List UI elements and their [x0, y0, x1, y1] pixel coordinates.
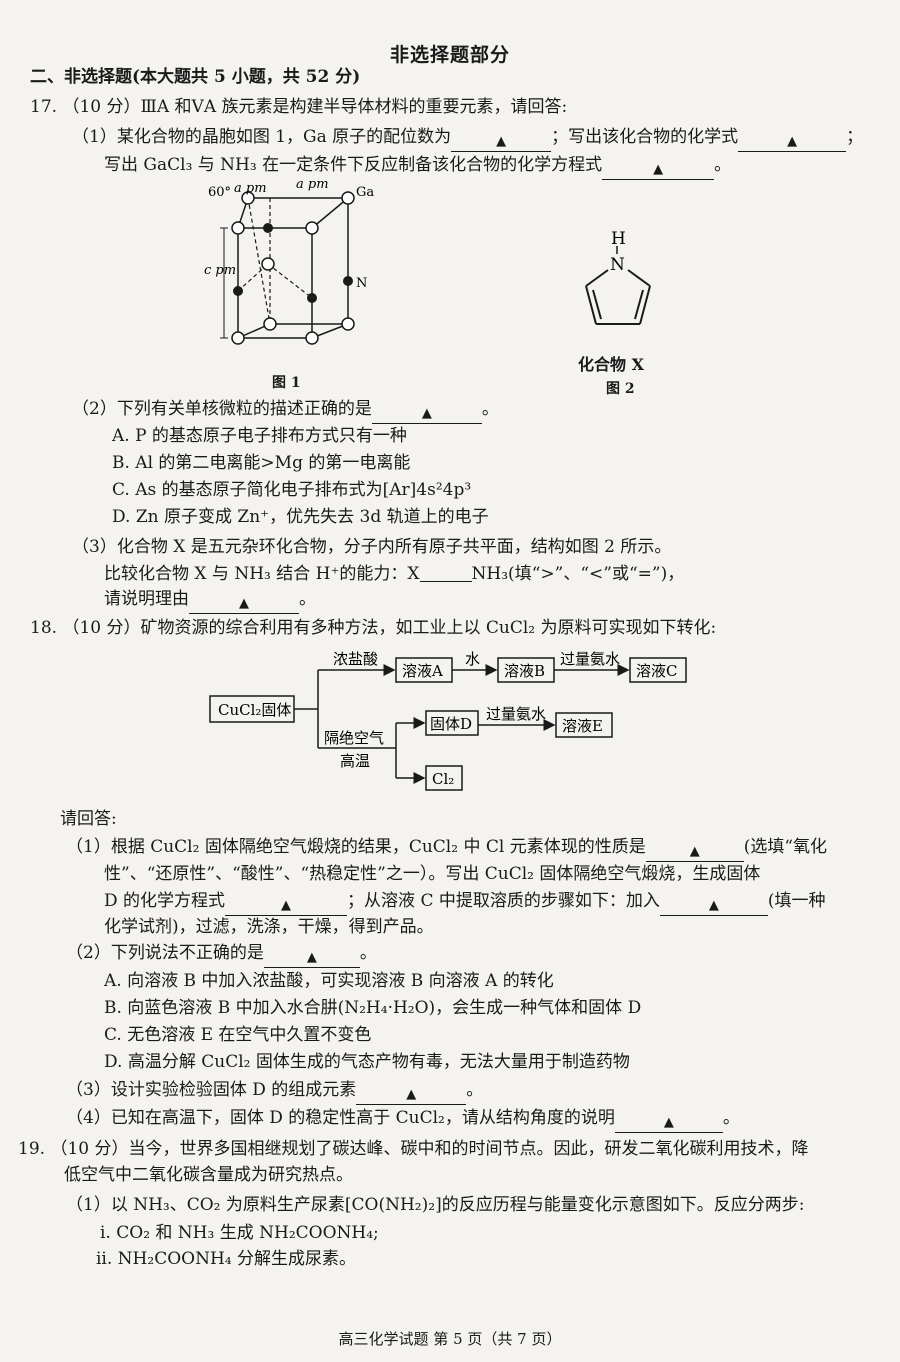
- flow-reagent-ammonia: 过量氨水: [486, 705, 546, 723]
- fig1-angle-label: 60°: [208, 185, 231, 200]
- fig1-n-label: N: [356, 276, 367, 291]
- answer-blank[interactable]: ▲: [738, 133, 847, 152]
- q17-part3-line3: 请说明理由▲。: [104, 588, 316, 614]
- q17-p1-text-c: ；: [846, 127, 864, 147]
- answer-blank[interactable]: ▲: [225, 897, 348, 916]
- q17-p2-end: 。: [481, 399, 499, 419]
- q18-part1-line2: 性”、“还原性”、“酸性”、“热稳定性”之一）。写出 CuCl₂ 固体隔绝空气煅…: [104, 864, 761, 884]
- fig2-caption: 图 2: [606, 381, 635, 397]
- answer-blank[interactable]: ▲: [451, 133, 552, 152]
- answer-blank[interactable]: ▲: [645, 843, 744, 862]
- section-heading: 二、非选择题(本大题共 5 小题，共 52 分): [30, 67, 361, 87]
- q18-stem: 18. （10 分）矿物资源的综合利用有多种方法，如工业上以 CuCl₂ 为原料…: [30, 618, 717, 638]
- q17-stem: 17. （10 分）ⅢA 和ⅤA 族元素是构建半导体材料的重要元素，请回答:: [30, 97, 568, 117]
- q18-p4-text: （4）已知在高温下，固体 D 的稳定性高于 CuCl₂，请从结构角度的说明: [66, 1108, 615, 1128]
- q18-flow-diagram: CuCl₂固体 浓盐酸 溶液A 水 溶液B 过量氨水 溶液C 隔绝空气 高温 固…: [209, 650, 687, 791]
- fig2-h-label: H: [611, 229, 626, 249]
- fig1-caption: 图 1: [272, 375, 301, 391]
- q18-option-b: B. 向蓝色溶液 B 中加入水合肼(N₂H₄·H₂O)，会生成一种气体和固体 D: [104, 998, 642, 1018]
- q18-part3: （3）设计实验检验固体 D 的组成元素▲。: [66, 1079, 483, 1105]
- q17-p3-text-a: 比较化合物 X 与 NH₃ 结合 H⁺的能力：X: [104, 564, 420, 584]
- q17-part3-line2: 比较化合物 X 与 NH₃ 结合 H⁺的能力：X NH₃(填“>”、“<”或“=”…: [104, 563, 684, 585]
- flow-solution-e: 溶液E: [562, 717, 603, 735]
- answer-blank[interactable]: ▲: [371, 405, 482, 424]
- q18-p2-end: 。: [359, 943, 377, 963]
- fig1-a-label: a pm: [234, 181, 267, 196]
- fig1-ga-label: Ga: [356, 185, 374, 200]
- q18-p1-text-e: (填一种: [767, 891, 826, 911]
- q19-step-i: i. CO₂ 和 NH₃ 生成 NH₂COONH₄;: [100, 1223, 379, 1243]
- flow-solid-d: 固体D: [430, 715, 472, 733]
- q17-p3-end: 。: [299, 589, 316, 609]
- q17-part3-line1: （3）化合物 X 是五元杂环化合物，分子内所有原子共平面，结构如图 2 所示。: [72, 537, 672, 557]
- q18-option-d: D. 高温分解 CuCl₂ 固体生成的气态产物有毒，无法大量用于制造药物: [104, 1052, 630, 1072]
- q19-step-ii: ii. NH₂COONH₄ 分解生成尿素。: [96, 1249, 356, 1269]
- answer-blank[interactable]: ▲: [189, 595, 299, 614]
- answer-blank[interactable]: ▲: [602, 161, 715, 180]
- flow-solution-c: 溶液C: [636, 662, 677, 680]
- flow-start-cucl2: CuCl₂固体: [218, 701, 291, 719]
- fig2-compound-name: 化合物 X: [578, 355, 644, 374]
- q18-p2-text: （2）下列说法不正确的是: [66, 943, 264, 963]
- q18-part1-line4: 化学试剂)，过滤，洗涤，干燥，得到产品。: [104, 917, 434, 937]
- q19-stem-line1: 19. （10 分）当今，世界多国相继规划了碳达峰、碳中和的时间节点。因此，研发…: [18, 1139, 809, 1159]
- figure1-crystal-cell: 60° a pm a pm c pm Ga N: [204, 177, 374, 345]
- q18-part4: （4）已知在高温下，固体 D 的稳定性高于 CuCl₂，请从结构角度的说明▲。: [66, 1107, 740, 1133]
- q17-p3-line3-text: 请说明理由: [104, 589, 189, 609]
- q18-p4-end: 。: [722, 1108, 740, 1128]
- flow-reagent-ammonia: 过量氨水: [560, 650, 620, 668]
- q17-part2: （2）下列有关单核微粒的描述正确的是▲。: [72, 398, 499, 424]
- answer-blank[interactable]: ▲: [614, 1114, 723, 1133]
- q18-p1-text-d: ；从溶液 C 中提取溶质的步骤如下：加入: [347, 891, 660, 911]
- q18-part1-line3: D 的化学方程式▲；从溶液 C 中提取溶质的步骤如下：加入▲(填一种: [104, 890, 826, 916]
- q17-p1-text-b: ；写出该化合物的化学式: [551, 127, 739, 147]
- q18-p1-text-a: （1）根据 CuCl₂ 固体隔绝空气煅烧的结果，CuCl₂ 中 Cl 元素体现的…: [66, 837, 646, 857]
- q17-p3-text-b: NH₃(填“>”、“<”或“=”)，: [471, 564, 685, 584]
- page-title: 非选择题部分: [389, 44, 510, 66]
- fig2-n-label: N: [610, 255, 625, 275]
- q17-part1-line2: 写出 GaCl₃ 与 NH₃ 在一定条件下反应制备该化合物的化学方程式▲。: [104, 154, 731, 180]
- q17-p2-text: （2）下列有关单核微粒的描述正确的是: [72, 399, 372, 419]
- flow-solution-a: 溶液A: [402, 662, 443, 680]
- q17-part1-line1: （1）某化合物的晶胞如图 1，Ga 原子的配位数为▲；写出该化合物的化学式▲；: [72, 126, 863, 152]
- q17-p1-text-a: （1）某化合物的晶胞如图 1，Ga 原子的配位数为: [72, 127, 452, 147]
- q17-p1-line2-text: 写出 GaCl₃ 与 NH₃ 在一定条件下反应制备该化合物的化学方程式: [104, 155, 603, 175]
- q17-option-d: D. Zn 原子变成 Zn⁺，优先失去 3d 轨道上的电子: [112, 507, 489, 527]
- answer-blank-empty[interactable]: [419, 563, 472, 582]
- q18-option-c: C. 无色溶液 E 在空气中久置不变色: [104, 1025, 372, 1045]
- flow-condition-heat: 高温: [340, 752, 370, 770]
- q18-p1-text-c: D 的化学方程式: [104, 891, 226, 911]
- fig1-c-label: c pm: [204, 263, 236, 278]
- q17-option-a: A. P 的基态原子电子排布方式只有一种: [112, 426, 407, 446]
- q18-ask: 请回答:: [60, 809, 117, 829]
- flow-solution-b: 溶液B: [504, 662, 545, 680]
- q18-p3-end: 。: [466, 1080, 484, 1100]
- q18-p3-text: （3）设计实验检验固体 D 的组成元素: [66, 1080, 357, 1100]
- flow-reagent-water: 水: [465, 650, 480, 668]
- answer-blank[interactable]: ▲: [659, 897, 768, 916]
- answer-blank[interactable]: ▲: [356, 1086, 467, 1105]
- q17-option-b: B. Al 的第二电离能>Mg 的第一电离能: [112, 453, 411, 473]
- flow-condition-air: 隔绝空气: [324, 729, 384, 747]
- page-footer: 高三化学试题 第 5 页（共 7 页）: [338, 1330, 562, 1348]
- q19-stem-line2: 低空气中二氧化碳含量成为研究热点。: [64, 1165, 353, 1185]
- q17-p1-end: 。: [714, 155, 732, 175]
- q18-part1-line1: （1）根据 CuCl₂ 固体隔绝空气煅烧的结果，CuCl₂ 中 Cl 元素体现的…: [66, 836, 827, 862]
- q19-part1: （1）以 NH₃、CO₂ 为原料生产尿素[CO(NH₂)₂]的反应历程与能量变化…: [66, 1195, 805, 1215]
- answer-blank[interactable]: ▲: [263, 949, 360, 968]
- q18-p1-text-b: (选填“氧化: [743, 837, 828, 857]
- flow-reagent-hcl: 浓盐酸: [333, 650, 378, 668]
- figure2-compound-x: H N: [585, 229, 651, 325]
- flow-chlorine: Cl₂: [432, 770, 454, 788]
- q18-option-a: A. 向溶液 B 中加入浓盐酸，可实现溶液 B 向溶液 A 的转化: [104, 971, 554, 991]
- q18-part2: （2）下列说法不正确的是▲。: [66, 942, 377, 968]
- fig1-a-label: a pm: [296, 177, 329, 192]
- q17-option-c: C. As 的基态原子简化电子排布式为[Ar]4s²4p³: [112, 480, 472, 500]
